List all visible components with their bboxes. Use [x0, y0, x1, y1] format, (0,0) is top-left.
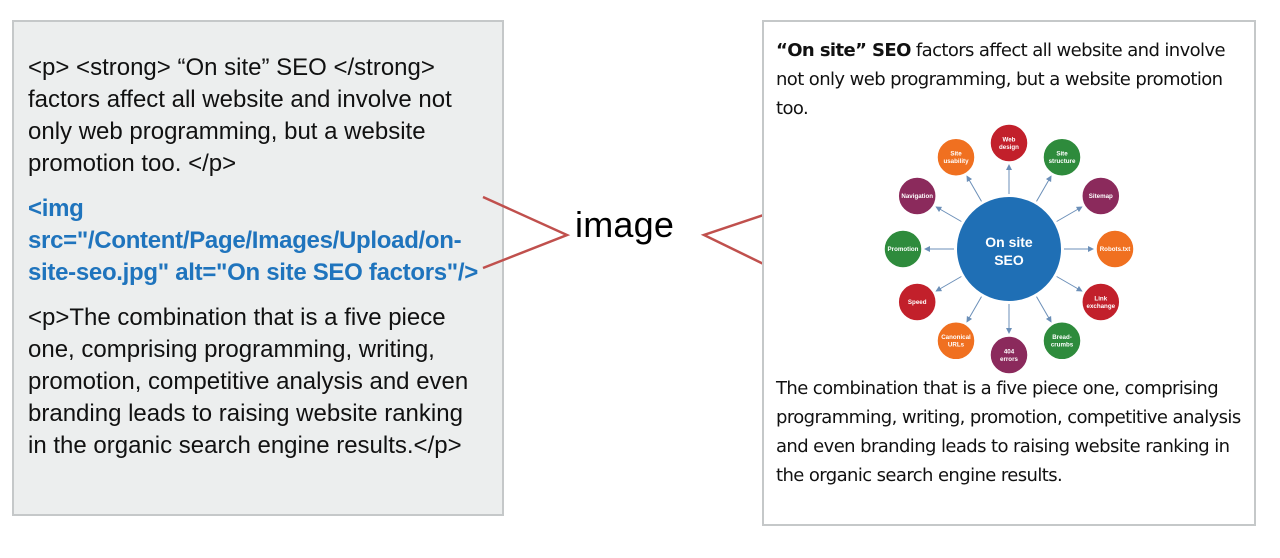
diagram-connector [1036, 175, 1052, 202]
diagram-node-label: Site [1056, 151, 1068, 158]
diagram-node-label: Link [1094, 295, 1107, 302]
diagram-node-label: Canonical [941, 334, 971, 341]
diagram-node-label: Navigation [901, 193, 933, 200]
diagram-node-circle [1042, 321, 1082, 361]
left-connector-arrow [482, 195, 571, 270]
rendered-page-panel: “On site” SEO factors affect all website… [762, 20, 1256, 526]
diagram-center-label: SEO [994, 252, 1024, 268]
diagram-node-label: Bread- [1052, 334, 1072, 341]
diagram-node-circle [936, 321, 976, 361]
diagram-node-circle [897, 176, 937, 216]
image-connector-label: image [575, 204, 675, 245]
rendered-paragraph-1-text: factors affect all website and involve n… [776, 40, 1226, 119]
diagram-node-label: exchange [1087, 303, 1116, 310]
diagram-node: Navigation [897, 176, 937, 216]
diagram-node-circle [989, 123, 1029, 163]
diagram-node-label: Promotion [888, 246, 919, 253]
diagram-connector [935, 206, 962, 222]
html-source-panel: <p> <strong> “On site” SEO </strong> fac… [12, 20, 504, 516]
diagram-node-label: structure [1049, 158, 1076, 165]
diagram-node-label: crumbs [1051, 342, 1074, 349]
source-paragraph-1: <p> <strong> “On site” SEO </strong> fac… [28, 54, 452, 177]
diagram-node-circle [936, 137, 976, 177]
diagram-node: Robots.txt [1095, 229, 1135, 269]
diagram-node: Bread-crumbs [1042, 321, 1082, 361]
diagram-node-label: Sitemap [1089, 193, 1113, 200]
diagram-node: Speed [897, 282, 937, 322]
diagram-node-circle [1095, 229, 1135, 269]
diagram-node-label: usability [943, 158, 969, 165]
diagram-node-label: errors [1000, 356, 1018, 363]
diagram-connector [1056, 276, 1083, 292]
diagram-node-circle [897, 282, 937, 322]
diagram-node-label: Web [1003, 136, 1016, 143]
diagram-node-circle [883, 229, 923, 269]
diagram-node-label: Robots.txt [1100, 246, 1131, 253]
diagram-node-label: Speed [908, 299, 927, 306]
diagram-node-circle [1081, 282, 1121, 322]
source-paragraph-2: <p>The combination that is a five piece … [28, 304, 469, 459]
diagram-connector [966, 296, 982, 323]
diagram-connector [1036, 296, 1052, 323]
diagram-node: Promotion [883, 229, 923, 269]
diagram-node-circle [989, 335, 1029, 375]
diagram-connector [1056, 206, 1083, 222]
on-site-seo-diagram: WebdesignSitestructureSitemapRobots.txtL… [883, 123, 1135, 375]
diagram-center-label: On site [985, 234, 1033, 250]
diagram-node-label: design [999, 144, 1019, 151]
diagram-node-circle [1081, 176, 1121, 216]
diagram-connector [966, 175, 982, 202]
diagram-node-label: Site [950, 151, 962, 158]
rendered-strong-text: “On site” SEO [776, 40, 911, 61]
rendered-paragraph-2: The combination that is a five piece one… [776, 378, 1241, 486]
diagram-node-circle [1042, 137, 1082, 177]
rendered-paragraph-1: “On site” SEO factors affect all website… [776, 36, 1242, 123]
diagram-node-label: URLs [948, 342, 965, 349]
diagram-node: Sitemap [1081, 176, 1121, 216]
source-img-tag: <img src="/Content/Page/Images/Upload/on… [28, 195, 478, 286]
diagram-connector [935, 276, 962, 292]
diagram-node-label: 404 [1004, 348, 1015, 355]
